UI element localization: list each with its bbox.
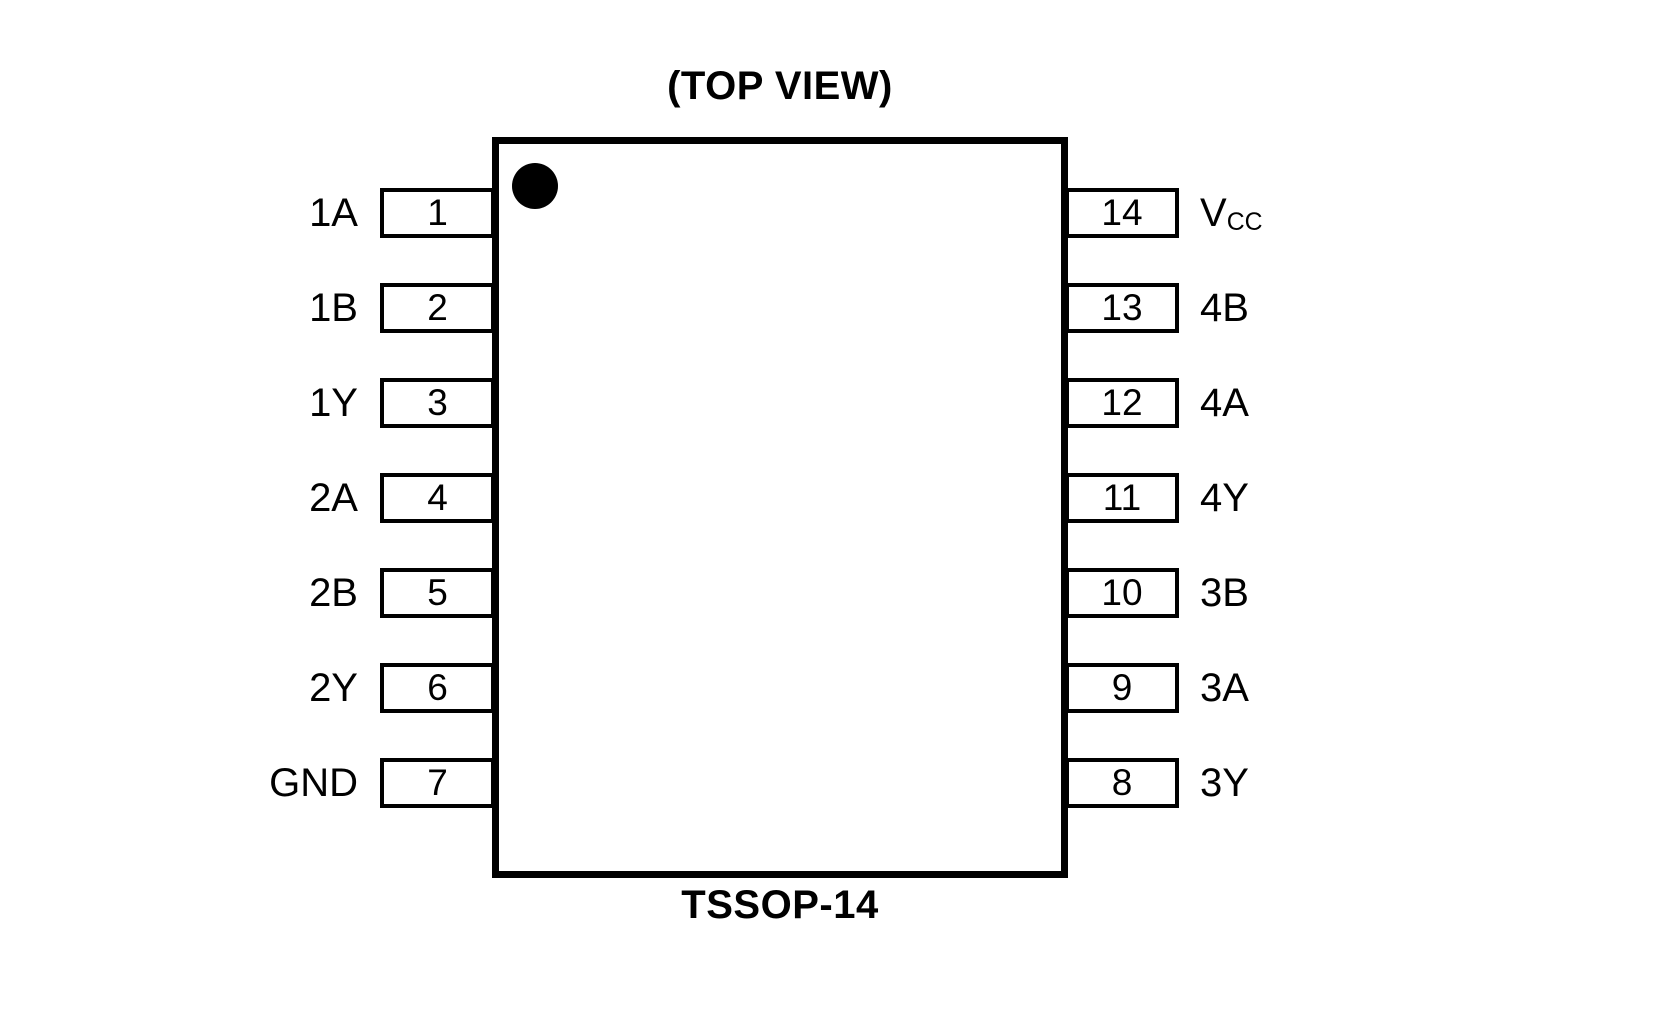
pin-signal-name: 2B — [309, 571, 358, 615]
pin-label-4: 2A — [160, 473, 358, 523]
pin-label-8: 3Y — [1200, 758, 1460, 808]
pin-number-box-1: 1 — [380, 188, 495, 238]
pin-signal-subscript: CC — [1226, 209, 1263, 237]
pin-number-box-8: 8 — [1065, 758, 1179, 808]
pin-number-box-10: 10 — [1065, 568, 1179, 618]
diagram-top-title: (TOP VIEW) — [667, 64, 893, 108]
pin-signal-name: 2A — [309, 476, 358, 520]
pin-label-12: 4A — [1200, 378, 1460, 428]
pin-number-box-6: 6 — [380, 663, 495, 713]
pin-number-box-11: 11 — [1065, 473, 1179, 523]
pin-signal-name: 4A — [1200, 381, 1249, 425]
pin-label-13: 4B — [1200, 283, 1460, 333]
pin-signal-name: 3A — [1200, 666, 1249, 710]
pin-label-14: VCC — [1200, 188, 1460, 238]
pin-label-6: 2Y — [160, 663, 358, 713]
pin-label-5: 2B — [160, 568, 358, 618]
pin-number-box-12: 12 — [1065, 378, 1179, 428]
pin-signal-name: V — [1200, 191, 1227, 235]
pin-signal-name: GND — [269, 761, 358, 805]
pin-number-box-14: 14 — [1065, 188, 1179, 238]
pin-number-box-13: 13 — [1065, 283, 1179, 333]
pin-number-box-2: 2 — [380, 283, 495, 333]
pin-label-3: 1Y — [160, 378, 358, 428]
pin-number-box-7: 7 — [380, 758, 495, 808]
pin-1-marker-dot — [512, 163, 558, 209]
pin-label-11: 4Y — [1200, 473, 1460, 523]
pin-signal-name: 3Y — [1200, 761, 1249, 805]
pin-label-9: 3A — [1200, 663, 1460, 713]
pin-signal-name: 3B — [1200, 571, 1249, 615]
pin-number-box-4: 4 — [380, 473, 495, 523]
pin-signal-name: 4B — [1200, 286, 1249, 330]
pin-label-7: GND — [160, 758, 358, 808]
ic-package-body — [492, 137, 1068, 878]
pin-number-box-5: 5 — [380, 568, 495, 618]
pin-signal-name: 4Y — [1200, 476, 1249, 520]
diagram-bottom-title: TSSOP-14 — [681, 883, 879, 927]
pin-label-1: 1A — [160, 188, 358, 238]
pin-signal-name: 1B — [309, 286, 358, 330]
pin-signal-name: 1A — [309, 191, 358, 235]
pin-signal-name: 2Y — [309, 666, 358, 710]
pin-signal-name: 1Y — [309, 381, 358, 425]
pin-label-10: 3B — [1200, 568, 1460, 618]
pin-label-2: 1B — [160, 283, 358, 333]
pin-number-box-9: 9 — [1065, 663, 1179, 713]
pin-number-box-3: 3 — [380, 378, 495, 428]
